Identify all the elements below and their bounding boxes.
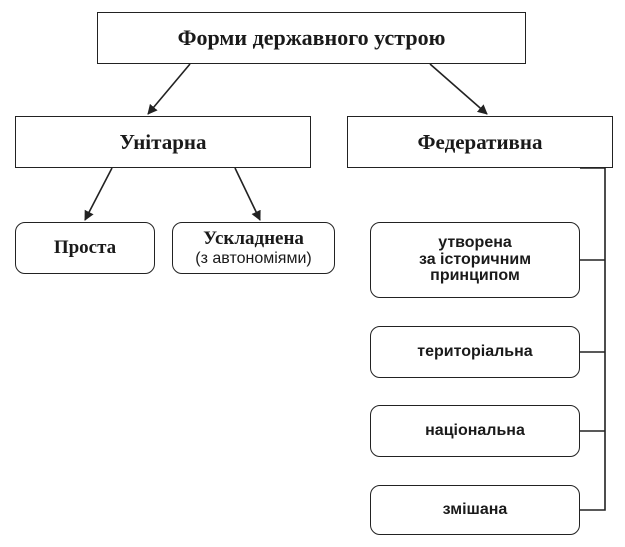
federative-type-historical: утворена за історичним принципом: [370, 222, 580, 298]
simple-box: Проста: [15, 222, 155, 274]
federative-type-territorial: територіальна: [370, 326, 580, 378]
federative-type-national-label: національна: [425, 421, 525, 439]
federative-type-national: національна: [370, 405, 580, 457]
unitary-label: Унітарна: [119, 129, 207, 154]
unitary-box: Унітарна: [15, 116, 311, 168]
arrow-unitary-to-complex: [234, 167, 261, 221]
federative-box: Федеративна: [347, 116, 613, 168]
root-label: Форми державного устрою: [177, 25, 446, 50]
complex-box: Ускладнена (з автономіями): [172, 222, 335, 274]
federative-type-historical-line-1: утворена: [438, 233, 512, 251]
complex-note: (з автономіями): [195, 249, 312, 267]
federative-type-mixed-label: змішана: [442, 500, 508, 518]
federative-bracket-line: [580, 167, 606, 511]
federative-type-territorial-label: територіальна: [417, 342, 533, 360]
arrow-root-to-unitary: [147, 63, 191, 115]
simple-label: Проста: [53, 237, 117, 258]
federative-type-historical-line-3: принципом: [430, 267, 520, 285]
complex-label: Ускладнена: [203, 227, 304, 249]
federative-label: Федеративна: [417, 129, 543, 154]
root-box-forms-of-government: Форми державного устрою: [97, 12, 526, 64]
federative-type-mixed: змішана: [370, 485, 580, 535]
federative-type-historical-line-2: за історичним: [418, 250, 532, 268]
arrow-root-to-federative: [429, 63, 488, 115]
arrow-unitary-to-simple: [84, 167, 113, 221]
